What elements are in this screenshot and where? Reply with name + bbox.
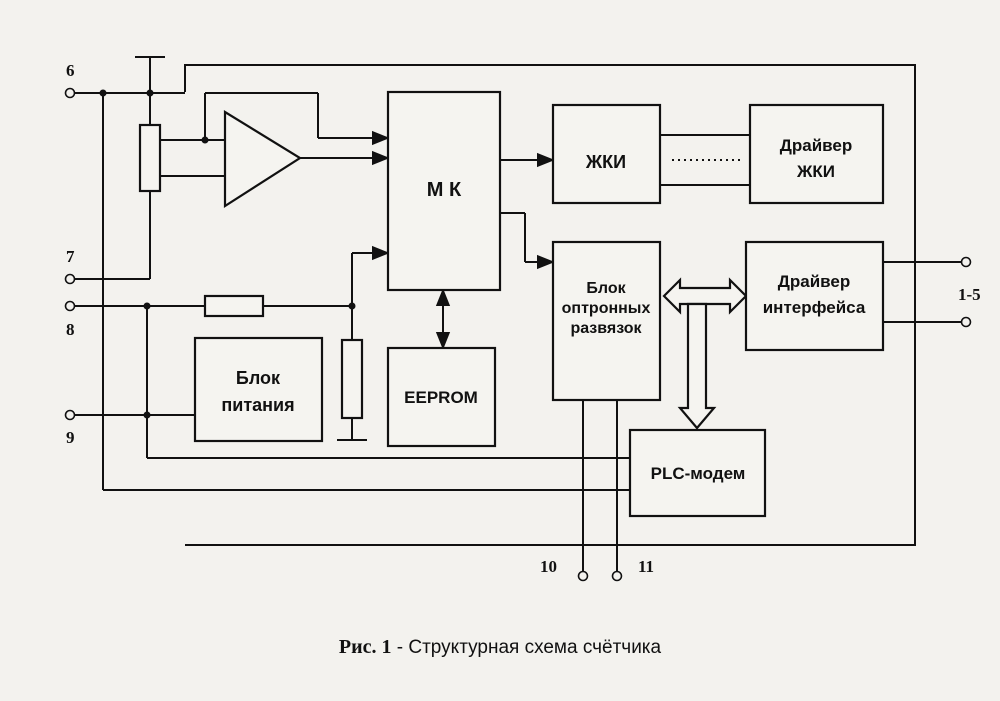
pin-label-10: 10 — [540, 557, 557, 576]
lcd-label: ЖКИ — [585, 152, 626, 172]
optron-label-2: оптронных — [562, 300, 651, 317]
power-label-2: питания — [221, 395, 294, 415]
power-label-1: Блок — [236, 368, 281, 388]
optron-label-3: развязок — [570, 320, 642, 337]
pin-label-8: 8 — [66, 320, 75, 339]
output-10-11-wiring — [582, 400, 618, 572]
interface-driver-label-2: интерфейса — [763, 298, 866, 317]
lcd-block — [551, 103, 662, 205]
amplifier-symbol — [223, 110, 303, 209]
amplifier-wiring — [160, 92, 390, 177]
interface-driver-label-1: Драйвер — [778, 272, 850, 291]
plc-modem-block — [628, 428, 767, 518]
mk-label: М К — [427, 179, 462, 201]
optron-block — [551, 240, 662, 402]
mk-block — [386, 90, 502, 292]
lcd-bus — [660, 134, 750, 186]
mk-output-wiring — [435, 152, 555, 350]
optron-label-1: Блок — [586, 280, 626, 297]
terminal-1-5-b — [960, 316, 972, 328]
terminal-11 — [611, 570, 623, 582]
eeprom-label: EEPROM — [404, 388, 478, 407]
pin-label-9: 9 — [66, 428, 75, 447]
terminal-8 — [64, 300, 76, 312]
optron-interface-bus — [662, 277, 748, 430]
terminal-9 — [64, 409, 76, 421]
pin-label-6: 6 — [66, 61, 75, 80]
lcd-driver-block — [748, 103, 885, 205]
pin-label-11: 11 — [638, 557, 654, 576]
terminal-7 — [64, 273, 76, 285]
figure-caption: Рис. 1 - Структурная схема счётчика — [0, 636, 1000, 659]
plc-modem-label: PLC-модем — [651, 464, 746, 483]
pin-label-1-5: 1-5 — [958, 285, 981, 304]
enclosure-outline — [184, 64, 916, 546]
input-9-wiring — [74, 411, 195, 419]
lcd-driver-label-1: Драйвер — [780, 136, 852, 155]
eeprom-block — [386, 346, 497, 448]
interface-driver-block — [744, 240, 885, 352]
input-8-wiring — [74, 245, 630, 459]
input-6-wiring — [74, 56, 630, 491]
terminal-10 — [577, 570, 589, 582]
terminal-1-5-a — [960, 256, 972, 268]
interface-output-wiring — [883, 261, 962, 323]
figure-title: - Структурная схема счётчика — [391, 637, 662, 658]
lcd-driver-label-2: ЖКИ — [796, 162, 835, 181]
pin-label-7: 7 — [66, 247, 75, 266]
terminal-6 — [64, 87, 76, 99]
power-block — [193, 336, 324, 443]
figure-number: Рис. 1 — [338, 636, 392, 658]
